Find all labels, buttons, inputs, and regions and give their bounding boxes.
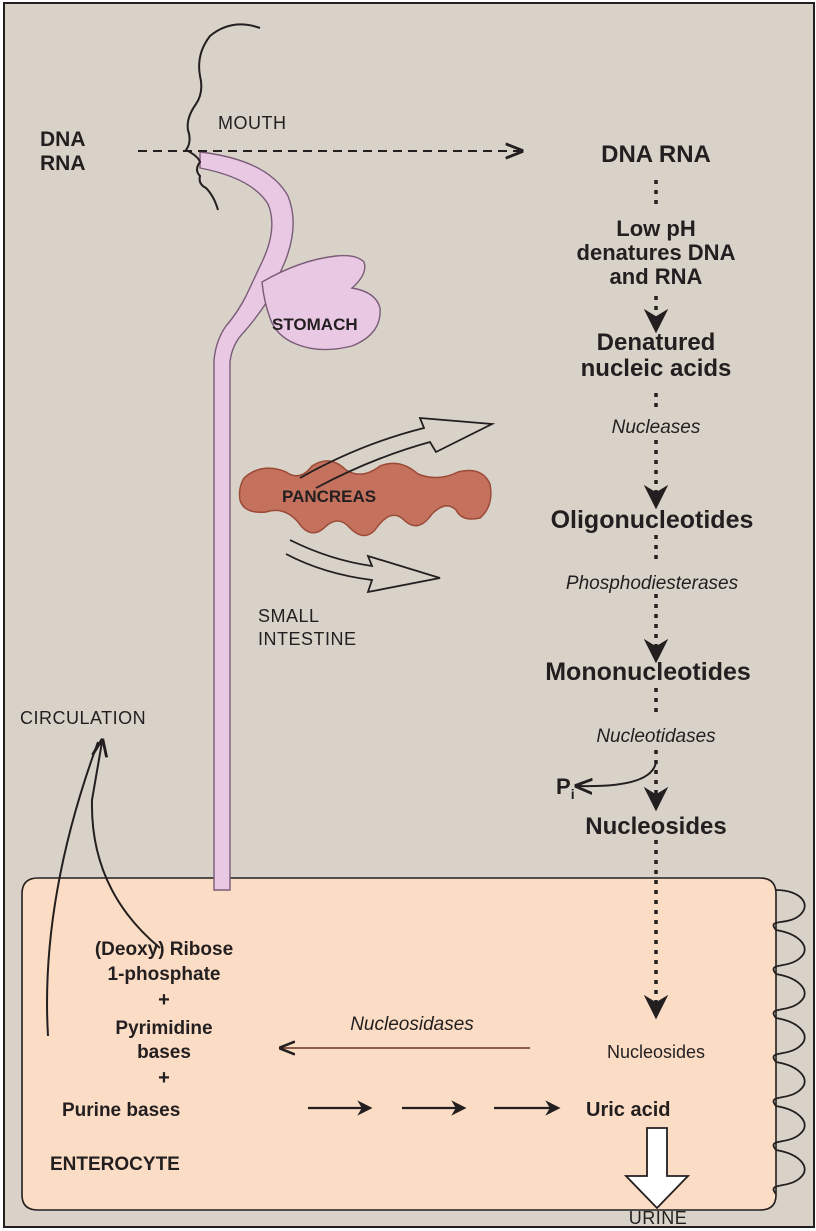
mouth-label: MOUTH <box>218 113 287 133</box>
deoxy-ribose-label-line2: 1-phosphate <box>108 964 221 985</box>
nucleases-label: Nucleases <box>612 417 701 438</box>
dna-rna-label: DNA RNA <box>601 141 711 168</box>
oligonucleotides-label: Oligonucleotides <box>551 506 754 534</box>
pyrimidine-label-line2: bases <box>137 1042 191 1063</box>
nucleosides-input-label: Nucleosides <box>607 1042 705 1062</box>
purine-bases-label: Purine bases <box>62 1100 180 1121</box>
denatured-label-line2: nucleic acids <box>581 355 732 382</box>
nucleotidases-label: Nucleotidases <box>596 726 716 747</box>
circulation-label: CIRCULATION <box>20 708 146 728</box>
input-rna-label: RNA <box>40 152 86 175</box>
low-ph-label-line2: denatures DNA <box>577 240 736 265</box>
mononucleotides-label: Mononucleotides <box>545 658 751 686</box>
low-ph-label-line3: and RNA <box>610 264 703 289</box>
nucleosides-output-label: Nucleosides <box>585 813 726 840</box>
small-intestine-label-line2: INTESTINE <box>258 629 357 649</box>
pancreas-label: PANCREAS <box>282 487 376 506</box>
plus-sign-1: + <box>158 989 170 1011</box>
stomach-label: STOMACH <box>272 315 358 334</box>
uric-acid-label: Uric acid <box>586 1099 670 1121</box>
plus-sign-2: + <box>158 1067 170 1089</box>
nucleosidases-label: Nucleosidases <box>350 1014 474 1035</box>
enterocyte-label: ENTEROCYTE <box>50 1154 180 1175</box>
urine-label: URINE <box>629 1208 688 1228</box>
low-ph-label-line1: Low pH <box>616 216 695 241</box>
pyrimidine-label-line1: Pyrimidine <box>115 1018 212 1039</box>
denatured-label-line1: Denatured <box>597 329 716 356</box>
deoxy-ribose-label-line1: (Deoxy) Ribose <box>95 939 233 960</box>
small-intestine-label-line1: SMALL <box>258 606 320 626</box>
phosphodiesterases-label: Phosphodiesterases <box>566 573 739 594</box>
input-dna-label: DNA <box>40 128 86 151</box>
